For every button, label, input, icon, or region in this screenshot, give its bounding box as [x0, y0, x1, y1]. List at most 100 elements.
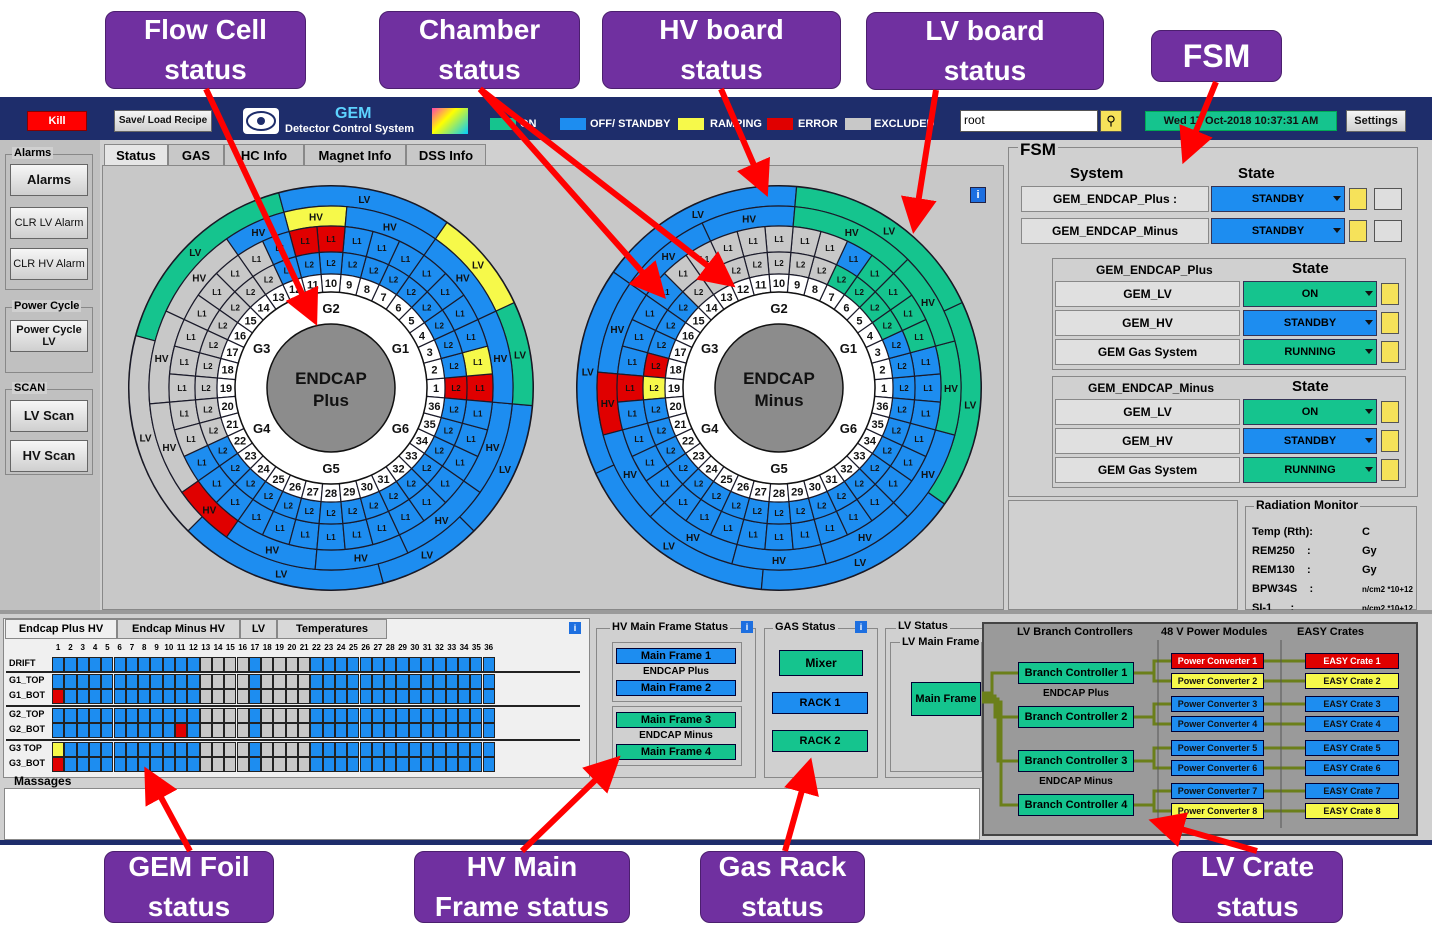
- foil-cell[interactable]: [248, 742, 262, 757]
- foil-cell[interactable]: [261, 723, 274, 738]
- foil-cell[interactable]: [310, 689, 323, 704]
- foil-cell[interactable]: [273, 757, 286, 772]
- easy-crate-1[interactable]: EASY Crate 1: [1305, 653, 1399, 669]
- foil-cell[interactable]: [88, 757, 102, 772]
- foil-cell[interactable]: [52, 723, 65, 738]
- foil-cell[interactable]: [421, 757, 434, 772]
- foil-tab-1[interactable]: Endcap Minus HV: [117, 619, 240, 639]
- foil-cell[interactable]: [445, 723, 458, 738]
- clr-lv-alarm-button[interactable]: CLR LV Alarm: [10, 207, 88, 239]
- foil-cell[interactable]: [150, 708, 163, 723]
- foil-cell[interactable]: [285, 742, 298, 757]
- foil-cell[interactable]: [199, 657, 212, 672]
- alarms-button[interactable]: Alarms: [10, 164, 88, 196]
- save-load-recipe-button[interactable]: Save/ Load Recipe: [114, 110, 212, 132]
- foil-cell[interactable]: [113, 757, 126, 772]
- foil-cell[interactable]: [433, 723, 446, 738]
- foil-cell[interactable]: [408, 689, 421, 704]
- foil-cell[interactable]: [125, 674, 139, 689]
- foil-cell[interactable]: [384, 708, 397, 723]
- foil-cell[interactable]: [482, 757, 495, 772]
- foil-cell[interactable]: [224, 657, 237, 672]
- foil-cell[interactable]: [248, 689, 262, 704]
- power-converter-1[interactable]: Power Converter 1: [1171, 653, 1264, 669]
- foil-cell[interactable]: [445, 742, 458, 757]
- foil-cell[interactable]: [371, 723, 385, 738]
- plus-flow-cell-G1[interactable]: G1: [392, 341, 409, 356]
- foil-cell[interactable]: [334, 757, 348, 772]
- foil-cell[interactable]: [408, 757, 421, 772]
- foil-cell[interactable]: [298, 742, 311, 757]
- easy-crate-5[interactable]: EASY Crate 5: [1305, 740, 1399, 756]
- foil-cell[interactable]: [125, 689, 139, 704]
- foil-cell[interactable]: [113, 689, 126, 704]
- foil-cell[interactable]: [347, 657, 360, 672]
- foil-cell[interactable]: [187, 708, 200, 723]
- foil-cell[interactable]: [162, 708, 175, 723]
- foil-cell[interactable]: [150, 689, 163, 704]
- fsm-system-name-1[interactable]: GEM_ENDCAP_Minus: [1021, 218, 1209, 244]
- kill-button[interactable]: Kill: [27, 111, 87, 131]
- foil-cell[interactable]: [396, 657, 409, 672]
- foil-cell[interactable]: [101, 689, 114, 704]
- foil-cell[interactable]: [101, 657, 114, 672]
- fsm-plus-name-0[interactable]: GEM_LV: [1055, 281, 1240, 307]
- fsm-minus-lock-icon-0[interactable]: [1381, 401, 1399, 423]
- lv-scan-button[interactable]: LV Scan: [10, 400, 88, 432]
- foil-cell[interactable]: [224, 723, 237, 738]
- foil-cell[interactable]: [138, 689, 151, 704]
- tab-dss-info[interactable]: DSS Info: [406, 144, 486, 166]
- foil-cell[interactable]: [384, 757, 397, 772]
- foil-cell[interactable]: [52, 757, 65, 772]
- foil-cell[interactable]: [199, 742, 212, 757]
- tab-hc-info[interactable]: HC Info: [224, 144, 304, 166]
- fsm-minus-dropdown-icon-1[interactable]: [1365, 438, 1373, 443]
- foil-cell[interactable]: [470, 674, 483, 689]
- foil-cell[interactable]: [285, 708, 298, 723]
- foil-cell[interactable]: [150, 742, 163, 757]
- foil-cell[interactable]: [457, 689, 471, 704]
- foil-cell[interactable]: [457, 657, 471, 672]
- foil-cell[interactable]: [384, 689, 397, 704]
- foil-cell[interactable]: [310, 723, 323, 738]
- foil-cell[interactable]: [334, 674, 348, 689]
- hv-info-icon[interactable]: i: [741, 621, 753, 633]
- foil-cell[interactable]: [76, 689, 89, 704]
- foil-cell[interactable]: [224, 689, 237, 704]
- foil-cell[interactable]: [199, 689, 212, 704]
- foil-cell[interactable]: [273, 708, 286, 723]
- foil-cell[interactable]: [101, 674, 114, 689]
- foil-tab-0[interactable]: Endcap Plus HV: [5, 619, 117, 639]
- foil-cell[interactable]: [138, 708, 151, 723]
- plus-flow-cell-G2[interactable]: G2: [322, 301, 339, 316]
- lv-main-frame-button[interactable]: Main Frame: [911, 682, 981, 716]
- foil-cell[interactable]: [482, 723, 495, 738]
- user-field[interactable]: root: [960, 110, 1098, 132]
- foil-cell[interactable]: [470, 657, 483, 672]
- foil-cell[interactable]: [384, 742, 397, 757]
- foil-cell[interactable]: [236, 742, 249, 757]
- foil-cell[interactable]: [76, 674, 89, 689]
- foil-cell[interactable]: [457, 674, 471, 689]
- rack-1-button[interactable]: RACK 1: [772, 692, 868, 714]
- foil-cell[interactable]: [211, 757, 225, 772]
- foil-info-icon[interactable]: i: [569, 622, 581, 634]
- foil-cell[interactable]: [162, 742, 175, 757]
- foil-cell[interactable]: [457, 708, 471, 723]
- foil-cell[interactable]: [445, 657, 458, 672]
- minus-flow-cell-G2[interactable]: G2: [770, 301, 787, 316]
- foil-cell[interactable]: [211, 742, 225, 757]
- foil-cell[interactable]: [125, 723, 139, 738]
- foil-cell[interactable]: [396, 708, 409, 723]
- foil-cell[interactable]: [199, 674, 212, 689]
- foil-cell[interactable]: [236, 757, 249, 772]
- foil-cell[interactable]: [396, 689, 409, 704]
- foil-cell[interactable]: [150, 657, 163, 672]
- foil-tab-2[interactable]: LV: [240, 619, 277, 639]
- foil-cell[interactable]: [236, 674, 249, 689]
- foil-cell[interactable]: [457, 757, 471, 772]
- foil-cell[interactable]: [224, 708, 237, 723]
- plus-flow-cell-G5[interactable]: G5: [322, 461, 339, 476]
- foil-cell[interactable]: [421, 689, 434, 704]
- power-converter-3[interactable]: Power Converter 3: [1171, 696, 1264, 712]
